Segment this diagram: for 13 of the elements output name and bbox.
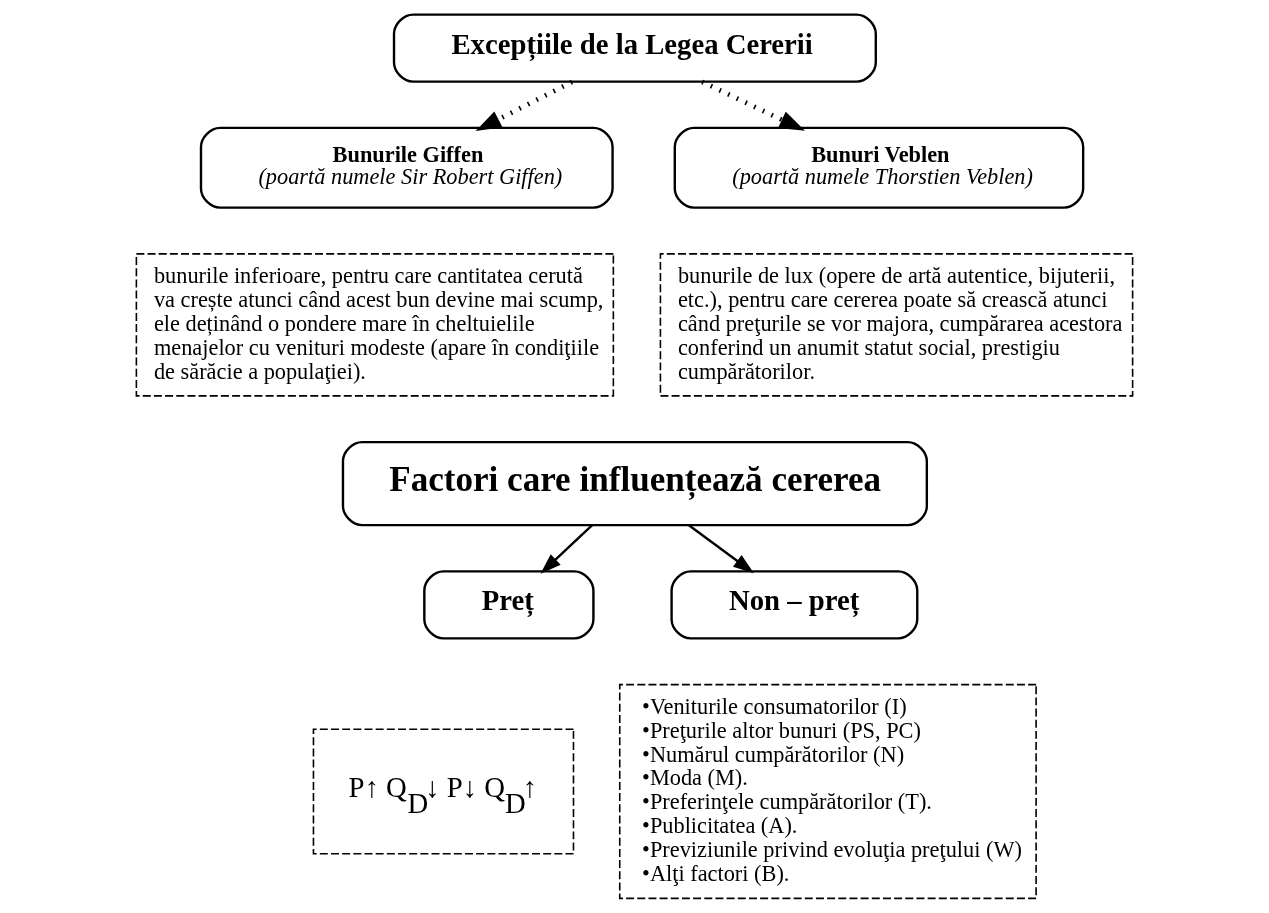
node-box: Bunurile Giffen (poartă numele Sir Robert Giffen) (199, 126, 614, 209)
node-box: Factori care influențează cererea (341, 440, 929, 527)
node-box: Excepțiile de la Legea Cererii (392, 13, 877, 83)
arrow (540, 524, 594, 574)
arrow (475, 79, 574, 132)
node-box: Non – preț (670, 570, 919, 640)
node-box: Bunuri Veblen (poartă numele Thorstien Veblen) (673, 126, 1085, 209)
arrow (688, 524, 754, 574)
arrow (701, 79, 805, 131)
node-box: bunurile de lux (opere de artă autentice, bijuterii, etc.), pentru care cererea poate să crească atunci când preţurile se vor majora, cumpărarea acestora conferind un anumit statut social, prestigiu cumpărătorilor. (659, 253, 1134, 397)
node-box: •Veniturile consumatorilor (I) •Preţurile altor bunuri (PS, PC) •Numărul cumpărătorilor (N) •Moda (M). •Preferinţele cumpărătorilor (T). •Publicitatea (A). •Previziunile privind evoluţia preţului (W) •Alţi factori (B). (618, 683, 1037, 900)
node-box: Preț (423, 570, 595, 640)
node-box: bunurile inferioare, pentru care cantitatea cerută va crește atunci când acest bun devine mai scump, ele deținând o pondere mare în cheltuielile menajelor cu venituri modeste (apare în condiţiile de sărăcie a populaţiei). (135, 253, 615, 397)
